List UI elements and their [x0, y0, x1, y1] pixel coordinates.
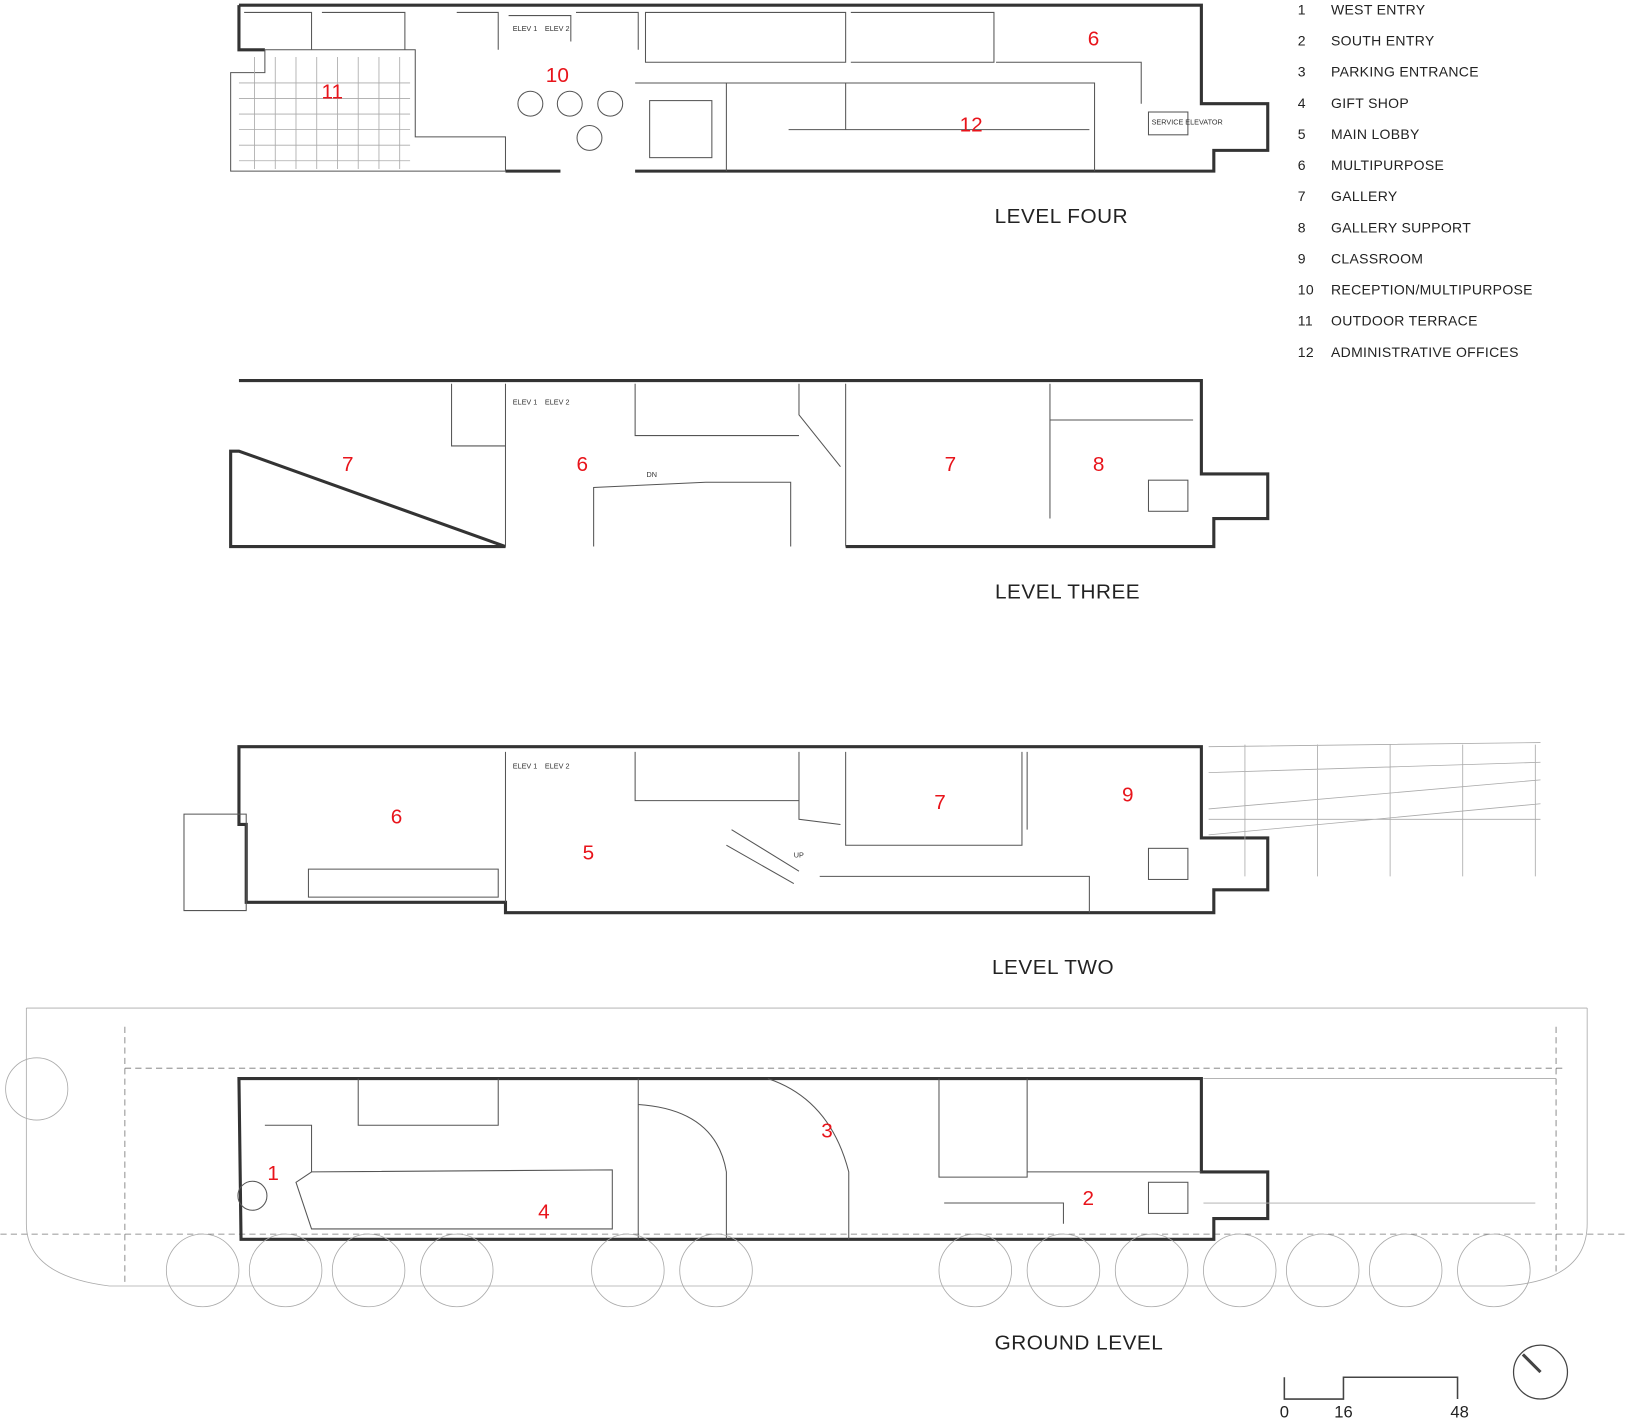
elev-2-label: ELEV 2 [545, 397, 570, 406]
stair-dn-label: DN [647, 470, 657, 479]
scale-tick-label: 16 [1334, 1403, 1352, 1422]
legend-number: 7 [1298, 188, 1306, 204]
stair-up-label: UP [794, 851, 804, 860]
level-three-title: LEVEL THREE [995, 580, 1140, 603]
room-label: 7 [934, 791, 946, 814]
elev-2-label: ELEV 2 [545, 24, 570, 33]
level-two-plan: ELEV 1 ELEV 2 UP 6 5 7 9 LEVEL TWO [183, 742, 1541, 979]
room-label: 7 [945, 453, 957, 476]
level-four-title: LEVEL FOUR [995, 205, 1128, 228]
scale-tick-label: 48 [1450, 1403, 1468, 1422]
room-label: 6 [576, 453, 588, 476]
legend-label: ADMINISTRATIVE OFFICES [1331, 344, 1519, 360]
legend-number: 5 [1298, 126, 1306, 142]
service-elevator-label: SERVICE ELEVATOR [1152, 117, 1223, 126]
legend-number: 2 [1298, 33, 1306, 49]
room-label: 4 [538, 1201, 550, 1224]
legend-number: 10 [1298, 282, 1314, 298]
room-label: 9 [1122, 784, 1134, 807]
legend-label: MULTIPURPOSE [1331, 157, 1444, 173]
room-label: 6 [391, 805, 403, 828]
level-four-plan: ELEV 1 ELEV 2 SERVICE ELEVATOR 11 10 12 … [230, 3, 1270, 228]
legend-label: MAIN LOBBY [1331, 126, 1420, 142]
legend-number: 3 [1298, 64, 1306, 80]
legend-label: GIFT SHOP [1331, 95, 1409, 111]
legend-number: 1 [1298, 2, 1306, 18]
elev-1-label: ELEV 1 [513, 761, 538, 770]
legend-number: 12 [1298, 344, 1314, 360]
room-label: 5 [583, 842, 595, 865]
scale-tick-label: 0 [1280, 1403, 1289, 1422]
room-label: 10 [546, 64, 569, 87]
legend-label: SOUTH ENTRY [1331, 33, 1435, 49]
legend-label: WEST ENTRY [1331, 2, 1426, 18]
room-label: 1 [267, 1162, 279, 1185]
scale-bar: 0 16 48 [1280, 1376, 1469, 1422]
legend-label: PARKING ENTRANCE [1331, 64, 1479, 80]
legend-number: 11 [1298, 313, 1313, 329]
legend-label: RECEPTION/MULTIPURPOSE [1331, 282, 1533, 298]
street-trees [5, 1057, 1531, 1308]
legend-label: GALLERY [1331, 188, 1398, 204]
room-label: 6 [1088, 28, 1100, 51]
room-label: 2 [1083, 1187, 1095, 1210]
elev-2-label: ELEV 2 [545, 761, 570, 770]
room-legend: 1 WEST ENTRY 2 SOUTH ENTRY 3 PARKING ENTRANCE… [1298, 2, 1533, 360]
room-label: 3 [821, 1120, 833, 1143]
legend-number: 9 [1298, 250, 1306, 266]
terrace-grid [238, 57, 411, 170]
legend-number: 6 [1298, 157, 1306, 173]
legend-label: CLASSROOM [1331, 250, 1423, 266]
level-two-title: LEVEL TWO [992, 956, 1114, 979]
level-three-plan: ELEV 1 ELEV 2 DN 7 6 7 8 LEVEL THREE [229, 379, 1270, 603]
legend-label: GALLERY SUPPORT [1331, 219, 1471, 235]
room-label: 11 [322, 81, 344, 104]
room-label: 12 [960, 114, 983, 137]
elev-1-label: ELEV 1 [513, 24, 538, 33]
ground-level-plan: 1 3 4 2 GROUND LEVEL [0, 1007, 1627, 1354]
room-label: 8 [1093, 453, 1105, 476]
legend-number: 8 [1298, 219, 1306, 235]
room-label: 7 [342, 453, 354, 476]
legend-label: OUTDOOR TERRACE [1331, 313, 1478, 329]
elev-1-label: ELEV 1 [513, 397, 538, 406]
legend-number: 4 [1298, 95, 1306, 111]
ground-level-title: GROUND LEVEL [995, 1331, 1164, 1354]
north-arrow-icon [1512, 1344, 1569, 1400]
